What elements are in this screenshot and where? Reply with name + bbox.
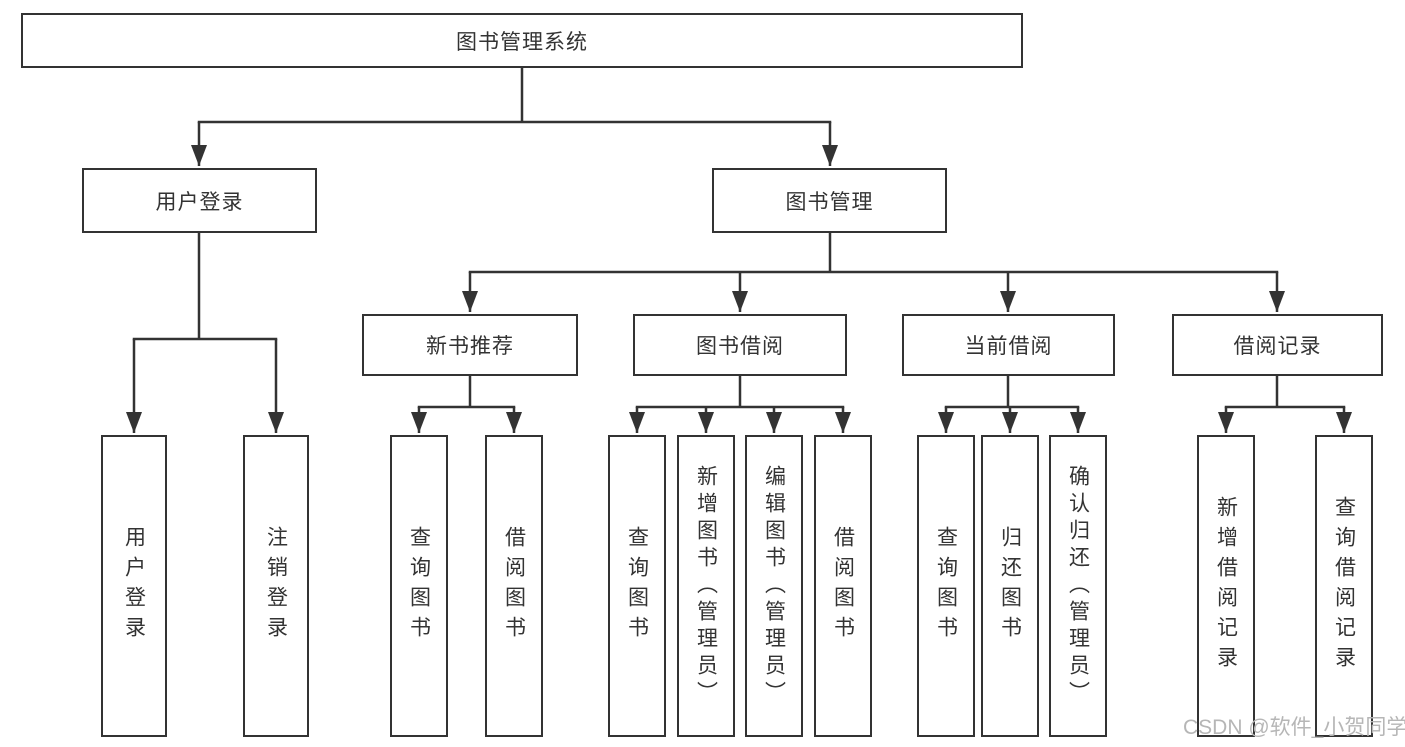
node-leaf-query-books-current-label: 查询图书 xyxy=(934,526,958,646)
node-leaf-query-books-borrowing: 查询图书 xyxy=(608,435,666,737)
node-leaf-logout: 注销登录 xyxy=(243,435,309,737)
node-book-management: 图书管理 xyxy=(712,168,947,233)
node-leaf-edit-books-admin-label: 编辑图书（管理员） xyxy=(762,464,786,708)
node-leaf-add-books-admin: 新增图书（管理员） xyxy=(677,435,735,737)
node-leaf-query-borrow-record-label: 查询借阅记录 xyxy=(1332,496,1356,676)
node-leaf-return-books: 归还图书 xyxy=(981,435,1039,737)
node-leaf-return-books-label: 归还图书 xyxy=(998,526,1022,646)
node-user-login: 用户登录 xyxy=(82,168,317,233)
node-new-book-recommend-label: 新书推荐 xyxy=(426,335,514,358)
node-current-borrowing-label: 当前借阅 xyxy=(964,335,1053,358)
node-leaf-add-books-admin-label: 新增图书（管理员） xyxy=(694,464,718,708)
node-leaf-user-login: 用户登录 xyxy=(101,435,167,737)
node-leaf-add-borrow-record: 新增借阅记录 xyxy=(1197,435,1255,737)
node-book-borrowing: 图书借阅 xyxy=(633,314,847,376)
node-leaf-borrow-books-borrowing: 借阅图书 xyxy=(814,435,872,737)
node-leaf-borrow-books-borrowing-label: 借阅图书 xyxy=(831,526,855,646)
node-new-book-recommend: 新书推荐 xyxy=(362,314,578,376)
node-leaf-query-books-borrowing-label: 查询图书 xyxy=(625,526,649,646)
node-leaf-query-borrow-record: 查询借阅记录 xyxy=(1315,435,1373,737)
node-leaf-user-login-label: 用户登录 xyxy=(122,526,146,646)
node-leaf-borrow-books-recommend: 借阅图书 xyxy=(485,435,543,737)
node-borrowing-records: 借阅记录 xyxy=(1172,314,1383,376)
node-book-borrowing-label: 图书借阅 xyxy=(696,335,784,358)
node-user-login-label: 用户登录 xyxy=(155,190,244,214)
node-leaf-confirm-return-admin: 确认归还（管理员） xyxy=(1049,435,1107,737)
node-leaf-edit-books-admin: 编辑图书（管理员） xyxy=(745,435,803,737)
node-leaf-add-borrow-record-label: 新增借阅记录 xyxy=(1214,496,1238,676)
node-leaf-logout-label: 注销登录 xyxy=(264,526,288,646)
node-leaf-query-books-recommend-label: 查询图书 xyxy=(407,526,431,646)
csdn-watermark: CSDN @软件_小贺同学 xyxy=(1183,716,1405,739)
node-leaf-borrow-books-recommend-label: 借阅图书 xyxy=(502,526,526,646)
node-book-management-label: 图书管理 xyxy=(785,190,874,214)
node-root: 图书管理系统 xyxy=(21,13,1023,68)
node-current-borrowing: 当前借阅 xyxy=(902,314,1115,376)
node-leaf-confirm-return-admin-label: 确认归还（管理员） xyxy=(1066,464,1090,708)
node-root-label: 图书管理系统 xyxy=(456,30,588,54)
node-borrowing-records-label: 借阅记录 xyxy=(1233,335,1322,358)
node-leaf-query-books-current: 查询图书 xyxy=(917,435,975,737)
node-leaf-query-books-recommend: 查询图书 xyxy=(390,435,448,737)
